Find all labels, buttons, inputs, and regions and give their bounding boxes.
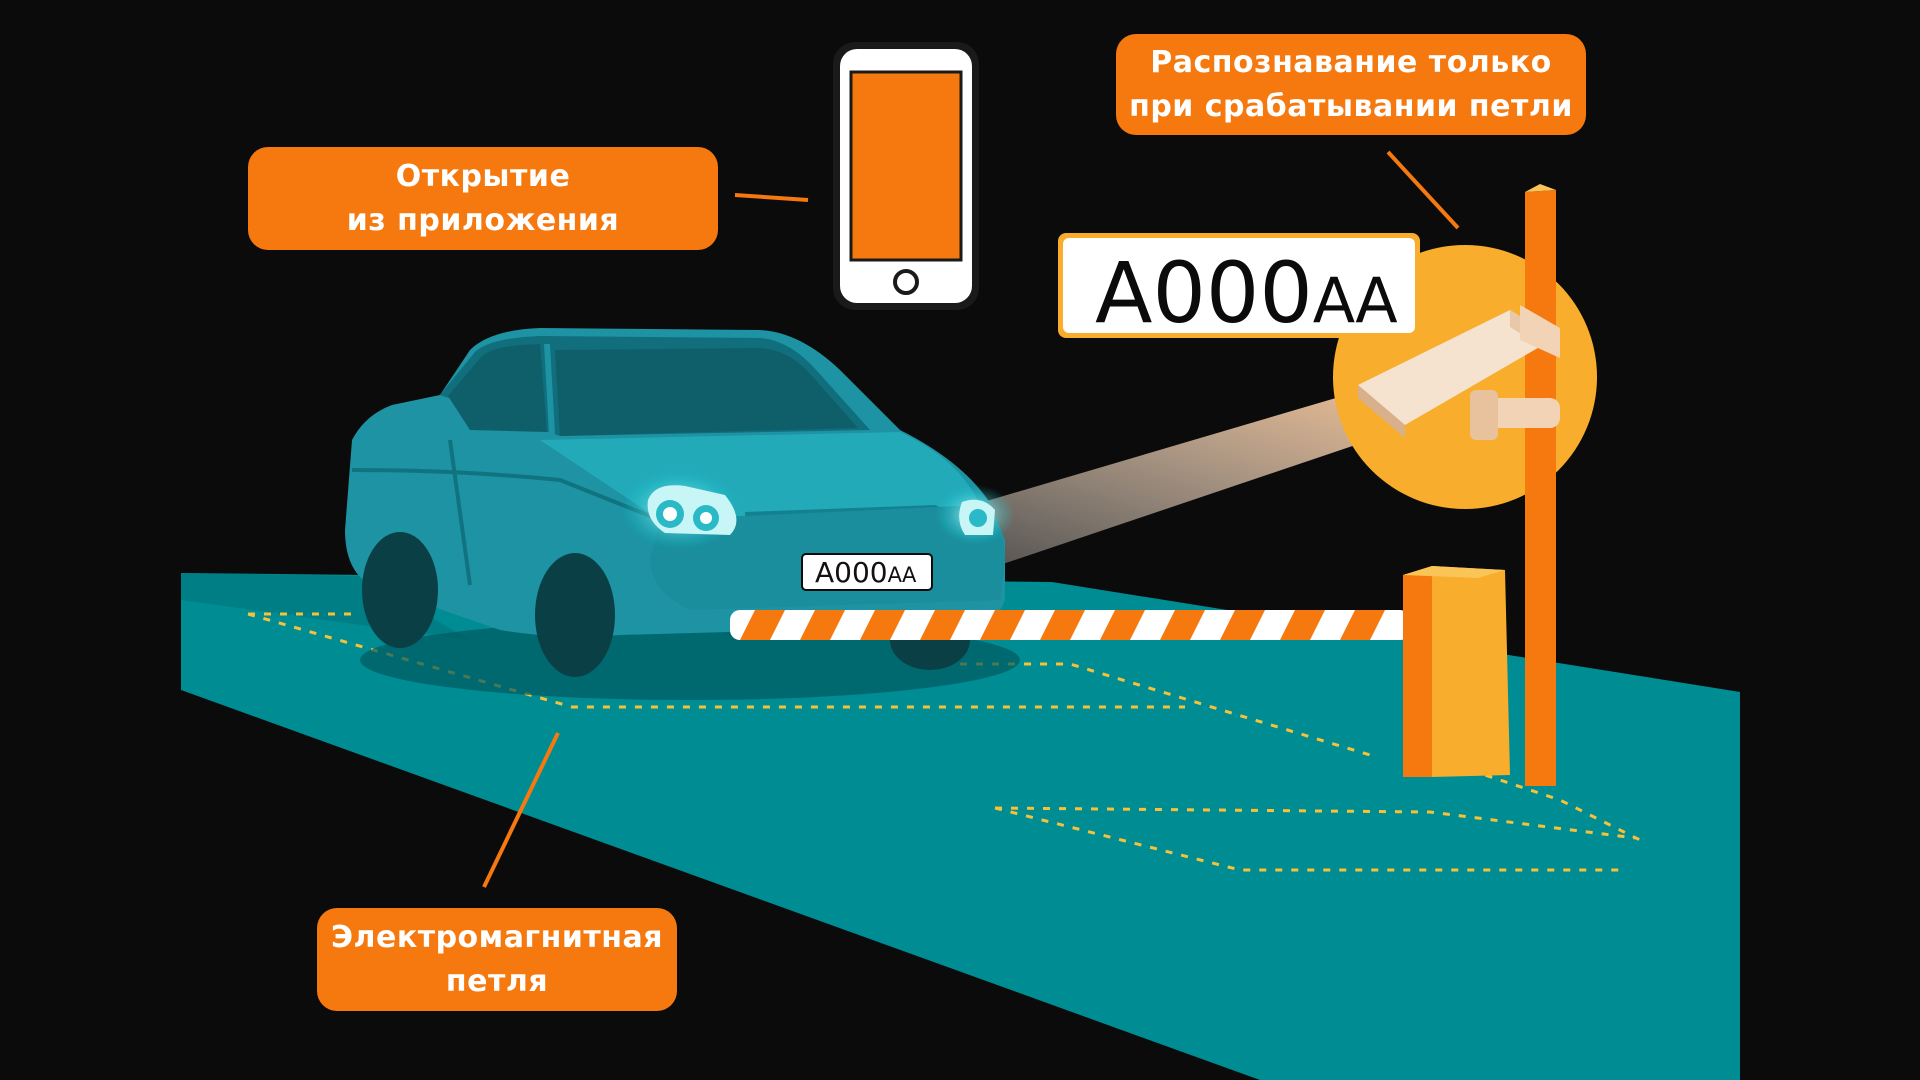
svg-text:А000АА: А000АА (815, 556, 917, 589)
callout-recognition-line-1: Распознавание только (1150, 44, 1552, 80)
car-plate-suffix: АА (888, 563, 917, 587)
road-surface (181, 573, 1740, 1080)
svg-text:А000АА: А000АА (1095, 244, 1398, 342)
camera-pole (1525, 184, 1556, 786)
callout-recognition: Распознавание только при срабатывании пе… (1116, 34, 1586, 135)
callout-induction-loop: Электромагнитная петля (317, 908, 677, 1011)
plate-suffix: АА (1313, 264, 1398, 337)
car-license-plate: А000АА (801, 553, 933, 591)
barrier-arm (730, 610, 1410, 640)
recognized-license-plate: А000АА (1058, 233, 1420, 342)
callout-app-opening: Открытие из приложения (248, 147, 718, 250)
callout-loop-line-2: петля (445, 963, 549, 999)
car-plate-main: А000 (815, 556, 888, 589)
callout-recognition-line-2: при срабатывании петли (1129, 88, 1573, 124)
plate-main: А000 (1095, 244, 1313, 342)
car-illustration (345, 328, 1020, 700)
callout-loop-line-1: Электромагнитная (331, 919, 663, 955)
barrier-gate (1403, 566, 1510, 777)
callout-app-line-2: из приложения (346, 202, 620, 238)
surveillance-camera-icon (1358, 305, 1560, 440)
callout-app-line-1: Открытие (395, 158, 571, 194)
smartphone-icon (833, 42, 979, 310)
leader-lines (482, 150, 1460, 888)
